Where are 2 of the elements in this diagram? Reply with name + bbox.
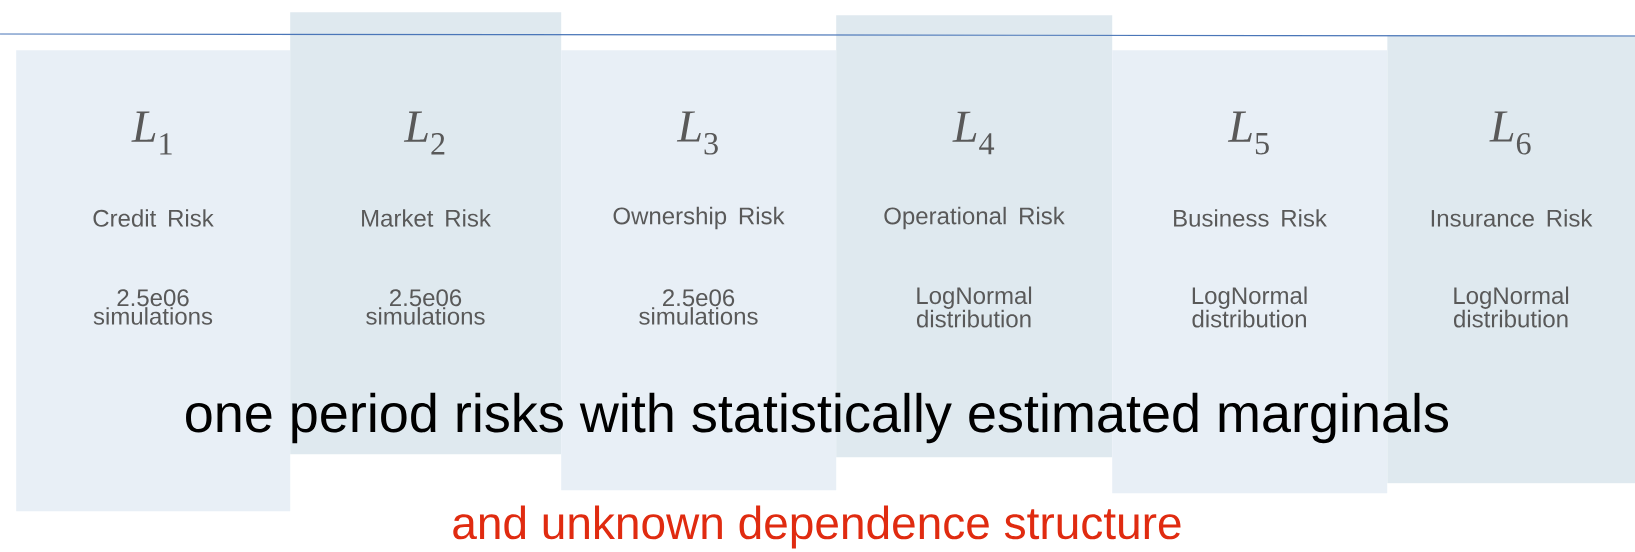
caption-text: and unknown dependence structure [453,505,1181,549]
caption-text: one period risks with statistically estimated marginals [186,392,1449,444]
